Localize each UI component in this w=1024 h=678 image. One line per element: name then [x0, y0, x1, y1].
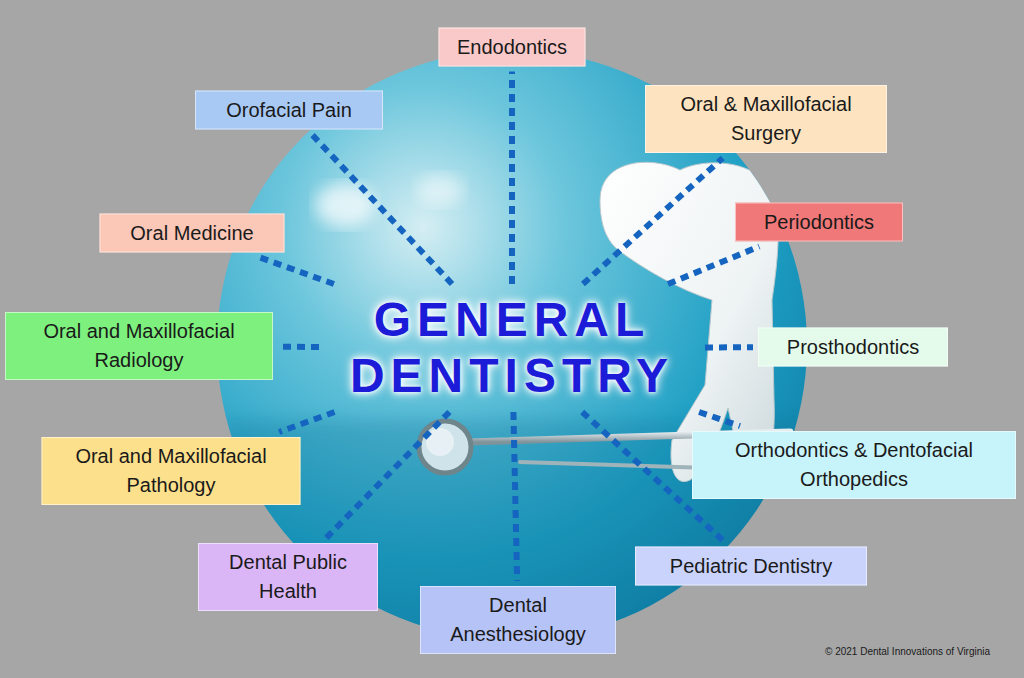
specialty-box: Prosthodontics: [758, 328, 948, 367]
mirror-glint: [426, 428, 454, 456]
dashed-connector: [668, 247, 759, 285]
copyright-note: © 2021 Dental Innovations of Virginia: [825, 646, 990, 657]
dashed-connector: [260, 258, 334, 285]
blur-highlight: [416, 174, 464, 206]
specialty-box: Dental Public Health: [198, 543, 378, 611]
dashed-connector: [279, 412, 334, 432]
specialty-name: Oral & Maxillofacial Surgery: [655, 90, 877, 148]
specialty-box: Oral and Maxillofacial Pathology: [42, 437, 301, 505]
specialty-name: Dental Public Health: [208, 548, 368, 606]
specialty-box: Orthodontics & Dentofacial Orthopedics: [692, 431, 1016, 499]
dashed-connector: [326, 412, 449, 538]
specialty-name: Prosthodontics: [768, 333, 938, 362]
specialty-box: Dental Anesthesiology: [420, 586, 616, 654]
specialty-name: Dental Anesthesiology: [430, 591, 606, 649]
specialty-box: Oral Medicine: [100, 214, 285, 253]
specialty-name: Orthodontics & Dentofacial Orthopedics: [702, 436, 1006, 494]
specialty-box: Oral and Maxillofacial Radiology: [5, 312, 273, 380]
specialty-name: Oral and Maxillofacial Radiology: [15, 317, 263, 375]
dashed-connector: [312, 135, 452, 285]
specialty-box: Orofacial Pain: [195, 91, 383, 130]
dashed-connector: [705, 344, 753, 350]
hub-title: GENERAL DENTISTRY: [327, 292, 697, 404]
specialty-name: Oral Medicine: [110, 219, 275, 248]
dashed-connector: [509, 72, 515, 285]
dashed-connector: [583, 158, 723, 284]
specialty-name: Orofacial Pain: [205, 96, 373, 125]
hub-text: GENERAL DENTISTRY: [327, 292, 697, 404]
specialty-box: Endodontics: [439, 28, 586, 67]
dashed-connector: [699, 412, 740, 426]
dashed-connector: [513, 412, 517, 581]
dashed-connector: [278, 344, 319, 350]
specialty-name: Endodontics: [449, 33, 576, 62]
specialty-box: Pediatric Dentistry: [635, 547, 867, 586]
specialty-name: Pediatric Dentistry: [645, 552, 857, 581]
specialty-name: Periodontics: [745, 208, 893, 237]
specialty-box: Oral & Maxillofacial Surgery: [645, 85, 887, 153]
specialty-name: Oral and Maxillofacial Pathology: [52, 442, 291, 500]
specialty-box: Periodontics: [735, 203, 903, 242]
dental-mirror: [419, 421, 471, 473]
